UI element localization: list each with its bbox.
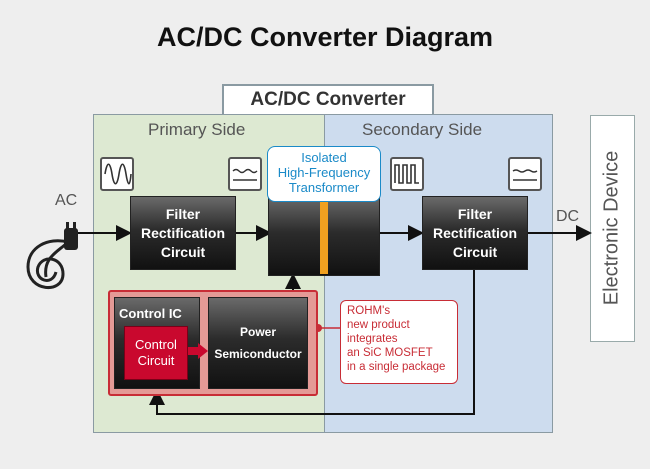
block-label: Circuit (452, 243, 498, 260)
power-semi-label: Power (239, 325, 276, 339)
ac-adapter-plug-icon (26, 222, 78, 290)
dc-ripple-icon (228, 157, 262, 191)
control-to-power-arrow (188, 343, 208, 359)
dc-label: DC (556, 208, 580, 225)
callout-line: new product (347, 319, 410, 331)
control-circuit-block: Control Circuit (124, 326, 188, 380)
callout-line: an SiC MOSFET (347, 347, 433, 359)
callout-line: in a single package (347, 361, 446, 373)
dc-smooth-icon (508, 157, 542, 191)
callout-line: ROHM's (347, 305, 391, 317)
power-semiconductor-block: Power Semiconductor (208, 297, 308, 389)
transformer-label: Isolated High-Frequency Transformer (267, 146, 381, 202)
control-circuit-label: Control (135, 337, 177, 352)
callout-line: integrates (347, 333, 398, 345)
control-ic-label: Control IC (119, 306, 182, 321)
transformer-core (320, 200, 328, 274)
transformer-label-line: Transformer (288, 180, 360, 195)
electronic-device-box (590, 115, 635, 342)
ac-label: AC (55, 192, 78, 209)
diagram-title: AC/DC Converter Diagram (156, 22, 494, 52)
control-circuit-label: Circuit (137, 353, 175, 368)
block-label: Rectification (432, 224, 517, 241)
rohm-callout: ROHM's new product integrates an SiC MOS… (340, 300, 458, 384)
block-label: Rectification (140, 224, 225, 241)
primary-filter-rectification-block: Filter Rectification Circuit (130, 196, 236, 270)
secondary-side-label: Secondary Side (362, 120, 483, 139)
block-label: Circuit (160, 243, 206, 260)
converter-label: AC/DC Converter (222, 84, 434, 114)
ac-sine-wave-icon (100, 157, 134, 191)
square-wave-icon (390, 157, 424, 191)
power-semi-label: Semiconductor (214, 347, 302, 361)
transformer-label-line: Isolated (301, 150, 347, 165)
transformer-label-line: High-Frequency (277, 165, 371, 180)
primary-side-label: Primary Side (148, 120, 246, 139)
block-label: Filter (165, 205, 201, 222)
block-label: Filter (457, 205, 493, 222)
secondary-filter-rectification-block: Filter Rectification Circuit (422, 196, 528, 270)
